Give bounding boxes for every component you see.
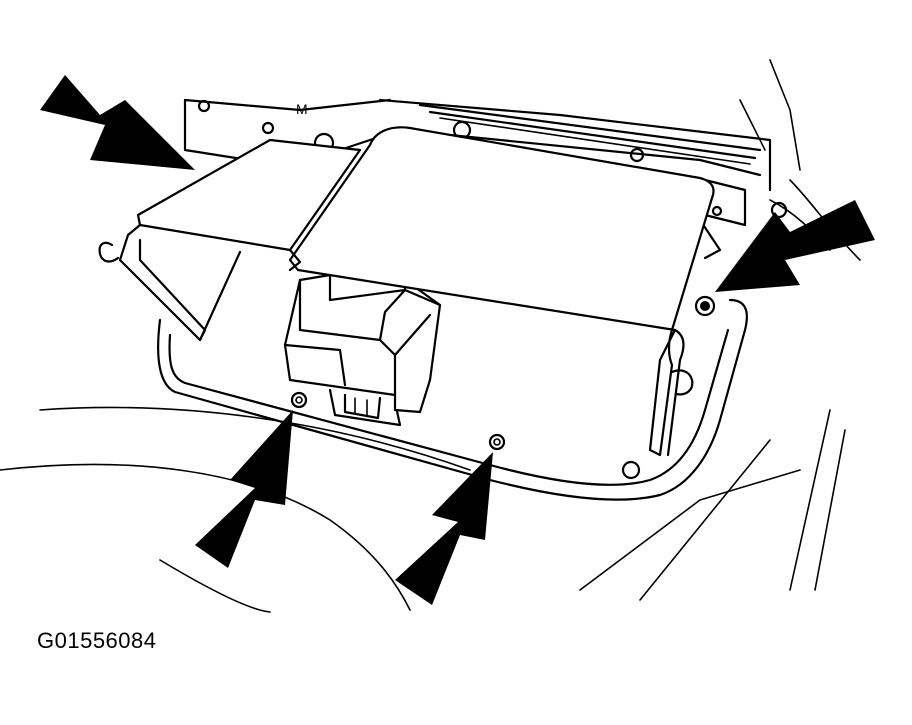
mounting-bracket: M bbox=[183, 98, 788, 260]
figure-id-label: G01556084 bbox=[37, 628, 157, 653]
callout-arrows bbox=[40, 75, 875, 605]
retaining-nut-right bbox=[694, 295, 716, 317]
arrow-bottom-center bbox=[395, 452, 493, 605]
actuator-unit bbox=[283, 273, 442, 420]
retaining-nut-left bbox=[290, 391, 308, 409]
dashboard-outline bbox=[0, 59, 861, 613]
arrow-bottom-left bbox=[195, 410, 293, 568]
arrow-right bbox=[715, 200, 875, 292]
heat-shield-cover bbox=[98, 126, 715, 457]
retaining-nuts bbox=[290, 295, 716, 451]
bracket-mark: M bbox=[296, 101, 308, 117]
mounting-plate bbox=[157, 298, 748, 501]
arrow-upper-left bbox=[40, 75, 195, 170]
retaining-nut-center bbox=[488, 433, 506, 451]
